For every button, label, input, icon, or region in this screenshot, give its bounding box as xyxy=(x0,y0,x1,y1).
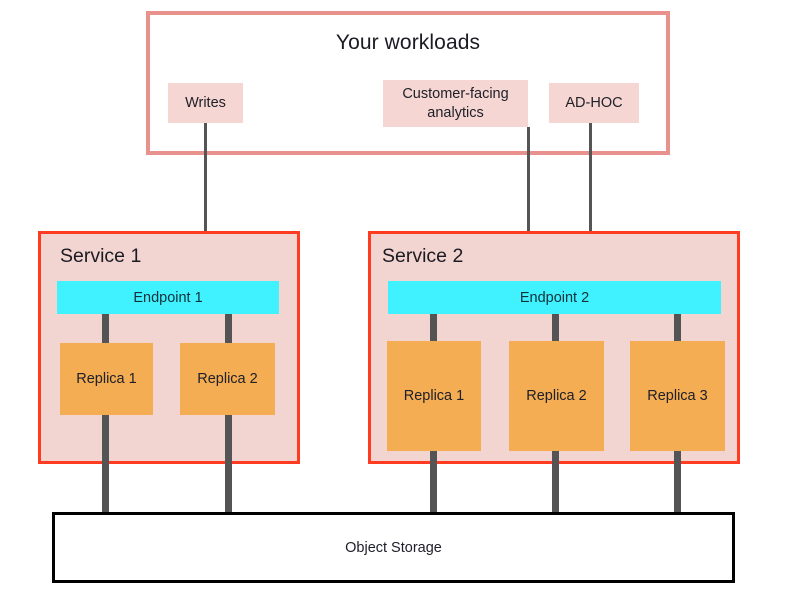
service-2-endpoint[interactable]: Endpoint 2 xyxy=(388,281,721,314)
connector-s2-replica2-storage xyxy=(552,451,559,515)
service-1-endpoint[interactable]: Endpoint 1 xyxy=(57,281,279,314)
workload-chip-customer-facing-analytics[interactable]: Customer-facing analytics xyxy=(383,80,528,127)
connector-endpoint2-replica1 xyxy=(430,314,437,342)
connector-endpoint1-replica1 xyxy=(102,314,109,344)
arrow-adhoc-to-endpoint2-line xyxy=(589,123,592,253)
service-2-replica-1[interactable]: Replica 1 xyxy=(387,341,481,451)
service-1-replica-1[interactable]: Replica 1 xyxy=(60,343,153,415)
service-2-replica-3[interactable]: Replica 3 xyxy=(630,341,725,451)
connector-endpoint2-replica2 xyxy=(552,314,559,342)
workloads-title: Your workloads xyxy=(335,31,481,54)
service-2-title: Service 2 xyxy=(382,245,464,267)
connector-endpoint1-replica2 xyxy=(225,314,232,344)
arrow-writes-to-endpoint1-line xyxy=(204,123,207,253)
service-1-replica-2[interactable]: Replica 2 xyxy=(180,343,275,415)
connector-s1-replica1-storage xyxy=(102,415,109,515)
connector-s2-replica1-storage xyxy=(430,451,437,515)
connector-endpoint2-replica3 xyxy=(674,314,681,342)
connector-s1-replica2-storage xyxy=(225,415,232,515)
workload-chip-writes[interactable]: Writes xyxy=(168,83,243,123)
service-2-replica-2[interactable]: Replica 2 xyxy=(509,341,604,451)
workload-chip-ad-hoc[interactable]: AD-HOC xyxy=(549,83,639,123)
connector-s2-replica3-storage xyxy=(674,451,681,515)
arrow-analytics-to-endpoint2-line xyxy=(527,127,530,253)
service-1-title: Service 1 xyxy=(60,245,142,267)
object-storage-box[interactable]: Object Storage xyxy=(52,512,735,583)
